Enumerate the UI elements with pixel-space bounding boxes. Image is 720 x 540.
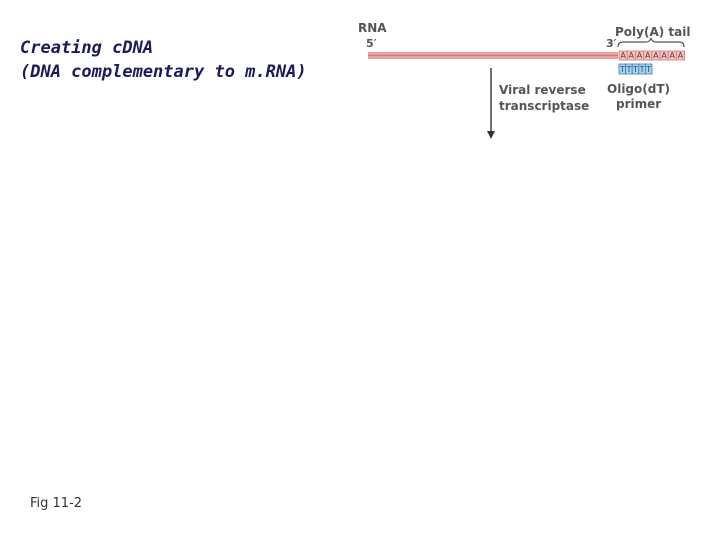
polya-base-letter: A [645, 51, 651, 60]
primer-base-letter: T [625, 65, 631, 74]
polya-base-letter: A [629, 51, 635, 60]
polya-base-cell [676, 50, 686, 61]
primer-label-line-2: primer [616, 97, 661, 111]
title-line-2: (DNA complementary to m.RNA) [20, 62, 307, 82]
primer-base-letter: T [619, 65, 625, 74]
slide-title: Creating cDNA (DNA complementary to m.RN… [20, 36, 307, 84]
three-prime-label: 3′ [606, 37, 617, 50]
polya-base-letter: A [661, 51, 667, 60]
primer-base-letter: T [645, 65, 651, 74]
five-prime-label: 5′ [366, 37, 377, 50]
polya-base-letter: A [653, 51, 659, 60]
enzyme-label-line-1: Viral reverse [499, 83, 586, 97]
polya-base-letter: A [637, 51, 643, 60]
figure-label: Fig 11-2 [30, 496, 83, 511]
polya-tail-label: Poly(A) tail [615, 25, 690, 39]
primer-label-line-1: Oligo(dT) [607, 82, 670, 96]
reverse-transcription-arrowhead [487, 131, 495, 139]
polya-brace [617, 37, 685, 48]
polya-base-letter: A [670, 51, 676, 60]
polya-base-letter: A [620, 51, 626, 60]
title-line-1: Creating cDNA [20, 38, 154, 58]
polya-base-letter: A [678, 51, 684, 60]
primer-base-letter: T [632, 65, 638, 74]
enzyme-label-line-2: transcriptase [499, 99, 589, 113]
primer-base-letter: T [639, 65, 645, 74]
primer-base-cell [645, 63, 653, 75]
rna-label: RNA [358, 21, 387, 35]
